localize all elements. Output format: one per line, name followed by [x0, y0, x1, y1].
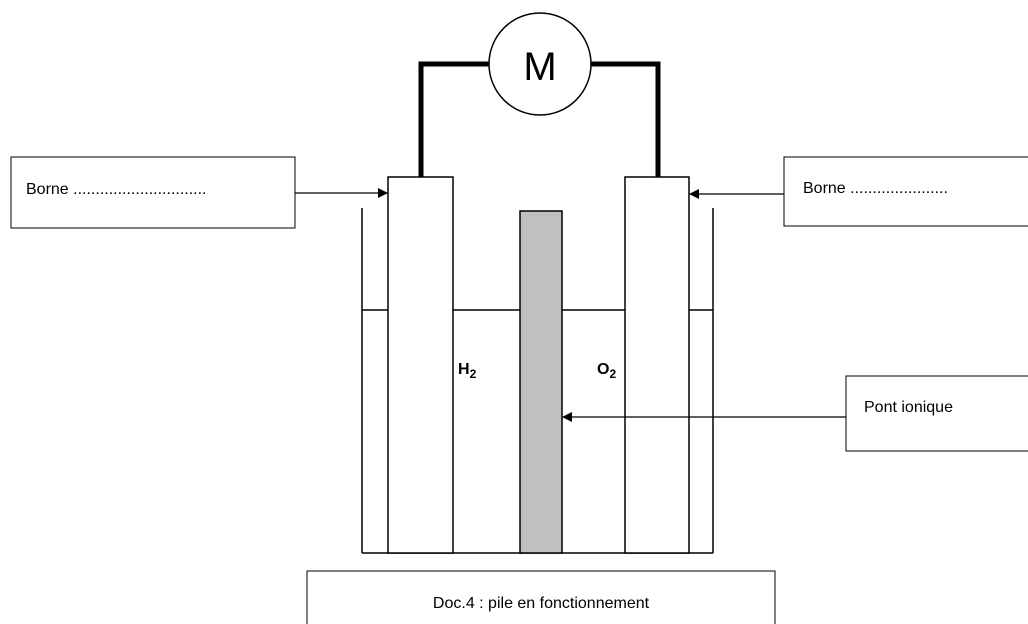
motor-symbol: M	[523, 45, 556, 89]
salt-bridge-label: Pont ionique	[864, 399, 953, 416]
left-terminal-callout: Borne ..............................	[10, 156, 388, 229]
right-wire	[590, 61, 661, 177]
caption: Doc.4 : pile en fonctionnement	[433, 595, 650, 612]
motor: M	[488, 12, 592, 116]
caption-box-group: Doc.4 : pile en fonctionnement	[306, 570, 776, 624]
right-gas-label: O2	[597, 361, 616, 381]
salt-bridge-callout: Pont ionique	[562, 375, 1028, 452]
caption-box	[306, 570, 776, 624]
motor-circle	[488, 12, 592, 116]
left-terminal-label: Borne ..............................	[26, 181, 207, 198]
right-terminal-label: Borne ......................	[803, 180, 948, 197]
left-wire	[418, 61, 490, 177]
right-terminal-callout: Borne ......................	[689, 156, 1028, 227]
salt-bridge	[519, 210, 563, 554]
left-electrode	[387, 176, 454, 554]
right-electrode	[624, 176, 690, 554]
left-gas-label: H2	[458, 361, 477, 381]
salt-bridge-box	[845, 375, 1028, 452]
right-terminal-box	[783, 156, 1028, 227]
